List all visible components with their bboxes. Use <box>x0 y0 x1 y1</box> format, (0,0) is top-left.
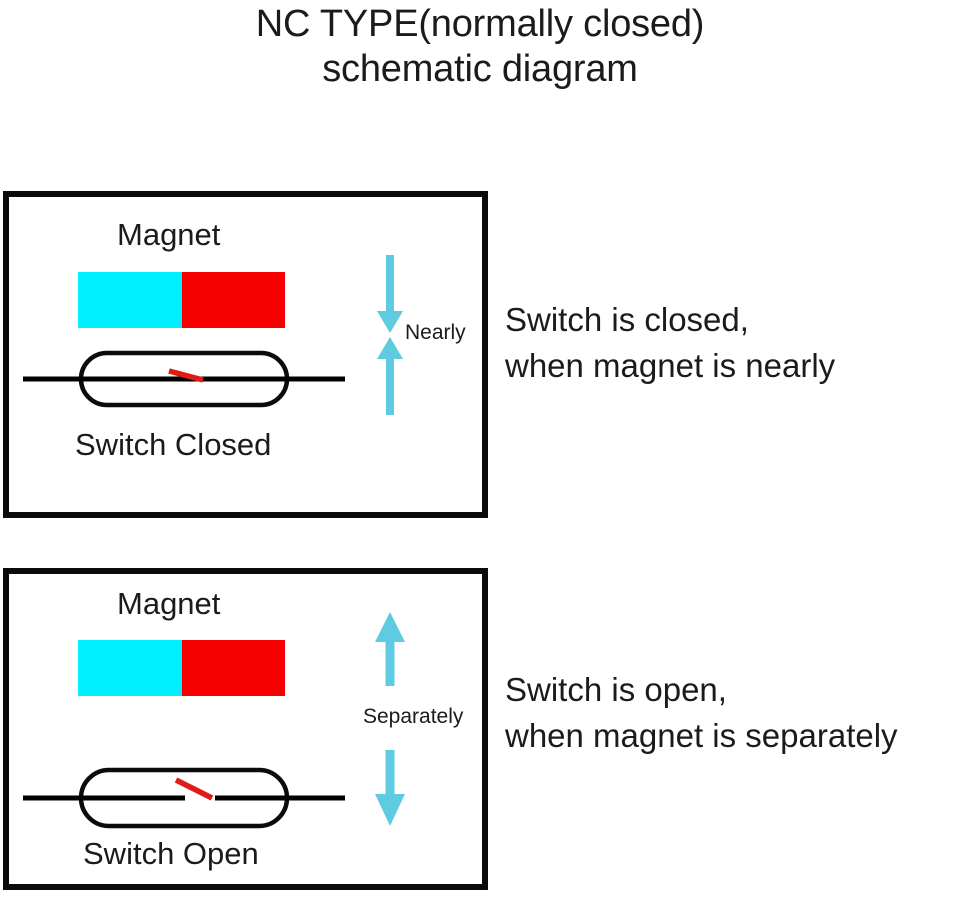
description-line-2: when magnet is nearly <box>505 346 836 384</box>
panel-switch-open: Magnet Switch Open <box>3 568 488 890</box>
magnet-pole-south <box>181 272 285 328</box>
arrows-diverging <box>361 600 419 840</box>
magnet-pole-north <box>78 272 182 328</box>
description-line-1: Switch is closed, <box>505 301 749 338</box>
reed-switch-open <box>19 766 349 830</box>
page-title: NC TYPE(normally closed) schematic diagr… <box>0 2 960 92</box>
magnet-bar <box>78 272 285 328</box>
switch-state-label: Switch Closed <box>75 427 272 462</box>
description-line-2: when magnet is separately <box>505 716 898 754</box>
magnet-pole-north <box>78 640 182 696</box>
arrow-caption: Separately <box>363 705 464 728</box>
title-line-1: NC TYPE(normally closed) <box>255 3 705 45</box>
description-open: Switch is open, when magnet is separatel… <box>505 667 898 758</box>
arrow-up-icon <box>375 612 405 686</box>
title-line-2: schematic diagram <box>322 47 638 90</box>
magnet-label: Magnet <box>117 217 221 252</box>
reed-contact-blade-icon <box>168 368 204 383</box>
panel-switch-closed: Magnet Switch Closed <box>3 191 488 518</box>
magnet-pole-south <box>181 640 285 696</box>
arrow-up-icon <box>377 337 403 415</box>
magnet-bar <box>78 640 285 696</box>
reed-contact-blade-icon <box>174 777 214 801</box>
arrow-down-icon <box>377 255 403 333</box>
description-line-1: Switch is open, <box>505 671 727 708</box>
description-closed: Switch is closed, when magnet is nearly <box>505 297 835 388</box>
switch-state-label: Switch Open <box>83 836 259 871</box>
magnet-label: Magnet <box>117 586 221 621</box>
arrow-down-icon <box>375 750 405 826</box>
reed-switch-closed <box>19 349 349 409</box>
arrows-converging <box>361 253 419 417</box>
arrow-caption: Nearly <box>405 321 466 344</box>
